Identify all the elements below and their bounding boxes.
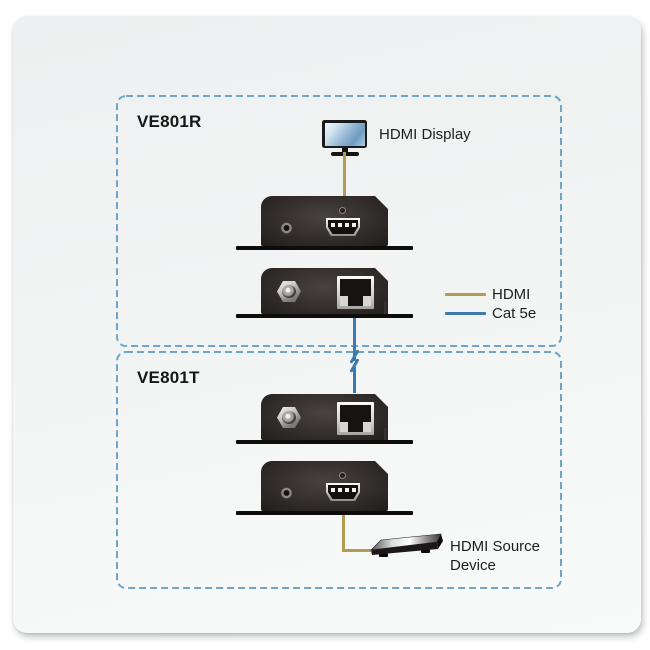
cat5e-line-swatch (445, 312, 486, 315)
ve801r-hdmi-panel (236, 196, 413, 250)
rj45-port-icon (337, 402, 374, 435)
dashed-border-t (116, 351, 562, 589)
power-jack-icon (280, 487, 293, 500)
hdmi-source-label-line2: Device (450, 557, 496, 574)
power-jack-icon (280, 222, 293, 235)
device-body (261, 196, 388, 246)
section-ve801r: VE801R (116, 95, 562, 347)
hdmi-cable-source-horizontal (342, 549, 371, 552)
device-body (261, 394, 388, 440)
diagram-card: VE801R VE801T HDMI Display (13, 16, 641, 633)
device-body (261, 461, 388, 511)
led-indicator-icon (339, 207, 346, 214)
device-body (261, 268, 388, 314)
section-ve801t-label: VE801T (137, 368, 200, 387)
hdmi-display-label: HDMI Display (379, 126, 471, 143)
legend: HDMI Cat 5e (445, 285, 536, 323)
side-knob-icon (384, 302, 388, 314)
legend-hdmi-label: HDMI (492, 286, 531, 303)
monitor-frame (322, 120, 367, 148)
ve801t-cat5e-panel (236, 394, 413, 444)
legend-item-cat5e: Cat 5e (445, 304, 536, 323)
mounting-bracket (236, 511, 413, 515)
cat5e-cable-lower (353, 367, 356, 393)
hdmi-port-icon (326, 483, 360, 501)
hdmi-cable-source-vertical (342, 514, 345, 552)
mounting-bracket (236, 246, 413, 250)
section-ve801r-label: VE801R (137, 112, 202, 131)
hdmi-source-device-label: HDMI Source Device (450, 537, 540, 575)
power-jack-icon (277, 407, 301, 428)
power-jack-icon (277, 281, 301, 302)
mounting-bracket (236, 314, 413, 318)
ve801r-cat5e-panel (236, 268, 413, 318)
hdmi-source-label-line1: HDMI Source (450, 538, 541, 555)
monitor-stand-neck (341, 148, 348, 152)
hdmi-display-icon (322, 120, 367, 156)
cat5e-cable-upper (353, 318, 356, 361)
rj45-port-icon (337, 276, 374, 309)
hdmi-source-device-icon (367, 532, 449, 559)
mounting-bracket (236, 440, 413, 444)
ve801t-hdmi-panel (236, 461, 413, 515)
legend-cat5e-label: Cat 5e (492, 305, 537, 322)
hdmi-port-icon (326, 218, 360, 236)
legend-item-hdmi: HDMI (445, 285, 536, 304)
side-knob-icon (384, 428, 388, 440)
dashed-border-r (116, 95, 562, 347)
monitor-screen (324, 122, 365, 146)
hdmi-cable-display (343, 152, 346, 197)
led-indicator-icon (339, 472, 346, 479)
section-ve801t: VE801T (116, 351, 562, 589)
hdmi-line-swatch (445, 293, 486, 296)
